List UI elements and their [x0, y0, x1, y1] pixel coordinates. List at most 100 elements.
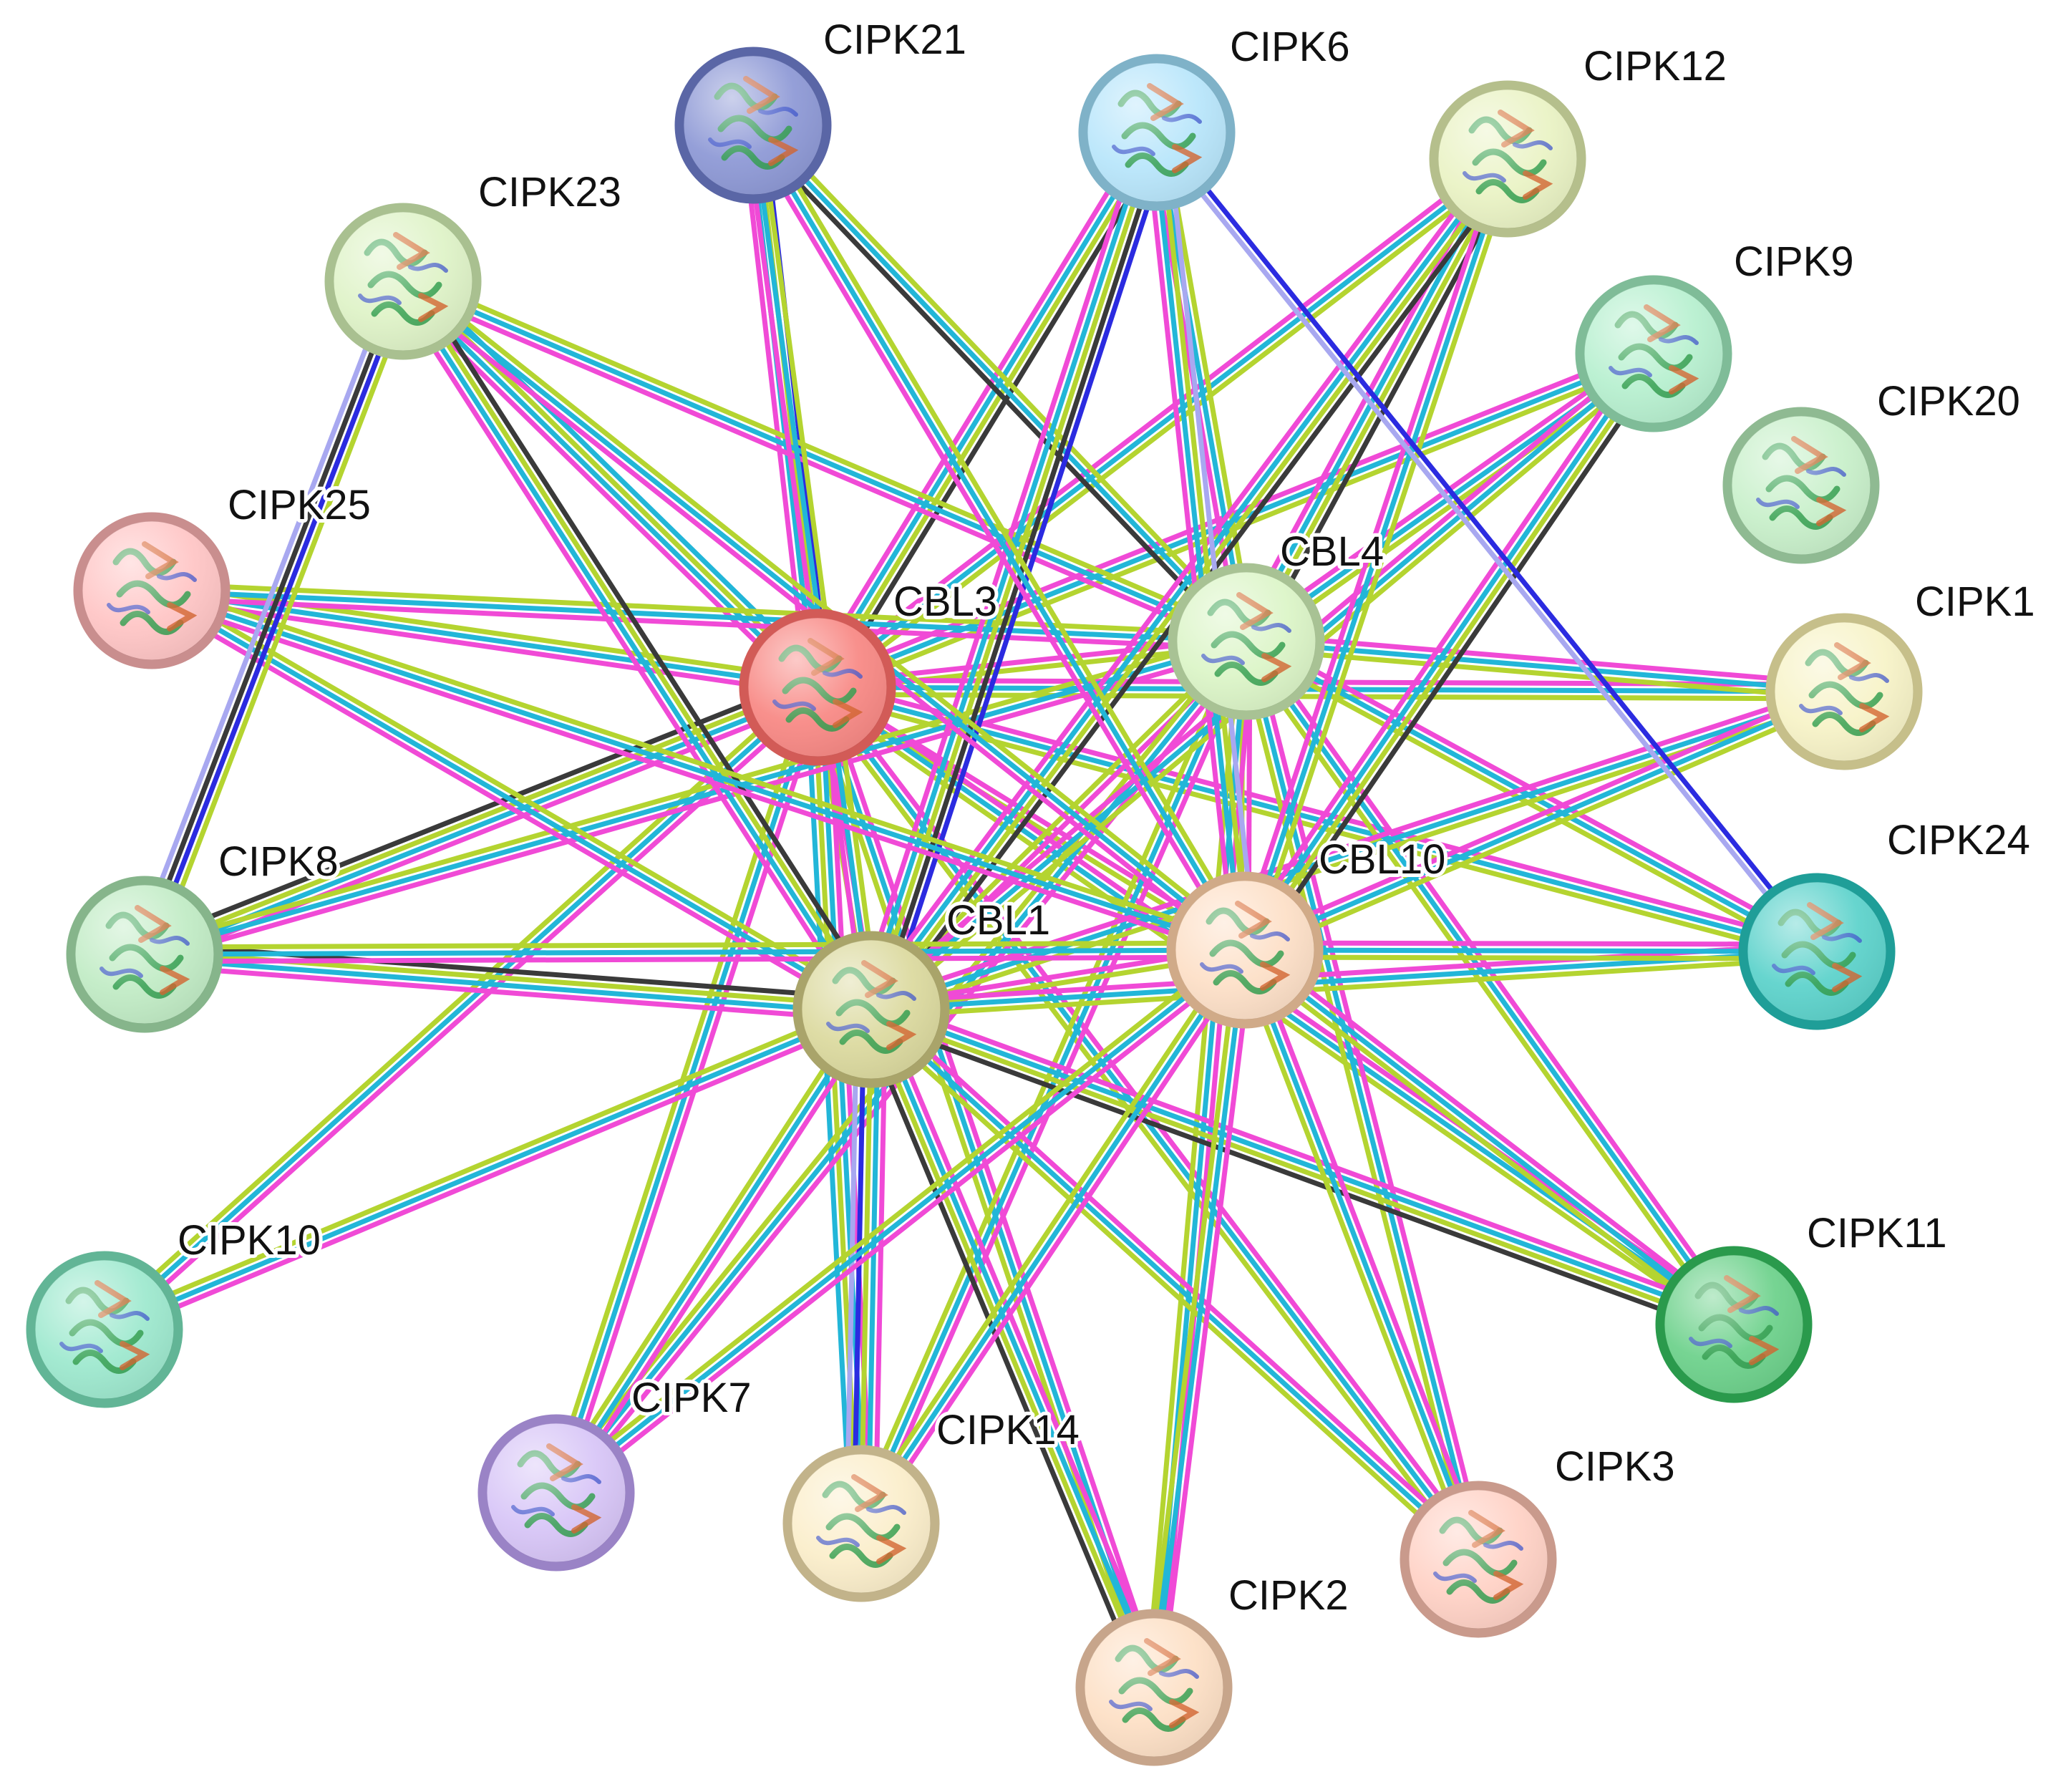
- edge-line-cyan: [402, 279, 1248, 644]
- node-CBL10[interactable]: [1166, 871, 1324, 1029]
- edge-line-pink: [822, 684, 1163, 1686]
- edge-line-olive: [153, 581, 1248, 946]
- edge-line-olive: [1144, 949, 1241, 1687]
- node-label-CIPK24: CIPK24: [1887, 817, 2030, 863]
- node-CIPK24[interactable]: [1738, 873, 1896, 1030]
- edge-line-pink: [143, 962, 871, 1023]
- node-CIPK21[interactable]: [674, 47, 832, 204]
- edge-line-olive: [1236, 642, 1474, 1562]
- edge-CIPK6-CIPK24: [1152, 128, 1822, 956]
- node-label-CIPK23: CIPK23: [478, 169, 621, 215]
- node-CIPK3[interactable]: [1400, 1481, 1557, 1638]
- node-CIPK2[interactable]: [1075, 1609, 1233, 1766]
- edge-line-black: [409, 274, 883, 1005]
- edge-line-pink: [1241, 345, 1652, 638]
- node-CBL3[interactable]: [739, 609, 896, 766]
- edge-line-cyan: [553, 686, 820, 1494]
- edge-line-pink: [145, 646, 1249, 964]
- edge-line-lavender: [132, 276, 396, 951]
- node-shine: [75, 885, 214, 1024]
- edge-CBL1-CIPK7: [548, 1004, 880, 1498]
- node-CIPK10[interactable]: [26, 1251, 183, 1408]
- edge-line-olive: [1236, 951, 1474, 1563]
- node-shine: [1087, 63, 1226, 202]
- node-CIPK8[interactable]: [66, 876, 223, 1033]
- node-CIPK20[interactable]: [1722, 407, 1880, 564]
- edge-line-cyan: [869, 1007, 1480, 1561]
- edge-line-cyan: [750, 124, 1248, 951]
- node-CIPK12[interactable]: [1429, 80, 1586, 238]
- node-label-CBL10: CBL10: [1319, 836, 1445, 883]
- edge-line-pink: [878, 1004, 1167, 1685]
- edge-line-cyan: [554, 1008, 873, 1494]
- edge-CBL10-CIPK24: [1244, 940, 1818, 962]
- edge-CBL10-CIPK6: [1143, 131, 1258, 951]
- node-label-CIPK2: CIPK2: [1228, 1572, 1349, 1619]
- edge-line-cyan: [859, 949, 1247, 1525]
- edge-line-lavender: [1165, 131, 1258, 949]
- node-label-CIPK10: CIPK10: [178, 1217, 321, 1264]
- node-label-CIPK14: CIPK14: [936, 1407, 1080, 1453]
- nodes-layer: [26, 47, 1923, 1766]
- edge-line-olive: [864, 1012, 1475, 1566]
- node-CIPK6[interactable]: [1078, 54, 1236, 211]
- edge-line-cyan: [144, 955, 871, 1016]
- edge-line-pink: [811, 151, 1505, 684]
- edge-line-pink: [1241, 682, 1843, 946]
- node-CIPK23[interactable]: [324, 203, 482, 360]
- edge-line-olive: [152, 284, 416, 959]
- edge-line-pink: [745, 127, 1241, 955]
- edge-line-cyan: [1244, 947, 1818, 954]
- node-CIPK7[interactable]: [477, 1414, 635, 1571]
- node-shine: [1732, 416, 1871, 555]
- edge-CBL4-CIPK21: [746, 118, 1253, 649]
- edge-CBL4-CIPK8: [142, 632, 1249, 964]
- node-shine: [82, 521, 221, 660]
- node-label-CIPK7: CIPK7: [631, 1375, 752, 1421]
- edge-line-blue: [1158, 128, 1822, 951]
- edge-line-olive: [152, 581, 1247, 637]
- edge-line-cyan: [1242, 949, 1481, 1561]
- node-label-CIPK25: CIPK25: [228, 482, 371, 528]
- edge-CBL10-CIPK25: [148, 581, 1248, 959]
- edge-CBL1-CIPK10: [100, 1000, 876, 1339]
- node-CIPK1[interactable]: [1765, 613, 1923, 770]
- edge-CBL1-CIPK11: [866, 997, 1739, 1337]
- edge-line-cyan: [1243, 948, 1736, 1327]
- edge-line-olive: [820, 163, 1514, 695]
- edge-line-olive: [1246, 354, 1659, 954]
- edge-line-cyan: [151, 588, 818, 690]
- node-CBL1[interactable]: [792, 931, 950, 1088]
- edge-line-cyan: [399, 282, 817, 692]
- edge-line-cyan: [1243, 689, 1846, 953]
- edge-line-black: [858, 1012, 1147, 1693]
- node-CIPK14[interactable]: [782, 1445, 940, 1602]
- edge-line-pink: [855, 127, 1146, 1006]
- edge-CBL4-CIPK3: [1236, 639, 1488, 1562]
- edge-line-olive: [1158, 132, 1251, 950]
- edge-line-olive: [869, 1010, 1734, 1330]
- edge-line-cyan: [144, 639, 1247, 957]
- edge-line-pink: [873, 997, 1739, 1317]
- edge-CBL1-CIPK2: [858, 1004, 1167, 1693]
- edge-line-olive: [871, 956, 1818, 1019]
- node-label-CIPK21: CIPK21: [823, 16, 966, 63]
- node-shine: [1177, 572, 1316, 711]
- node-CIPK25[interactable]: [73, 512, 231, 669]
- edge-line-olive: [1238, 954, 1732, 1332]
- edge-line-cyan: [1243, 641, 1481, 1560]
- edge-line-cyan: [1245, 639, 1818, 954]
- node-CBL4[interactable]: [1168, 563, 1325, 720]
- edge-line-pink: [1236, 155, 1503, 949]
- edge-line-olive: [548, 1004, 868, 1491]
- node-CIPK11[interactable]: [1655, 1246, 1813, 1403]
- edge-line-olive: [144, 940, 1246, 950]
- node-label-CIPK6: CIPK6: [1230, 24, 1350, 70]
- edge-line-olive: [1249, 160, 1517, 954]
- edge-line-cyan: [1244, 639, 1736, 1327]
- node-CIPK9[interactable]: [1575, 275, 1732, 432]
- edge-line-cyan: [1150, 132, 1244, 951]
- edge-line-cyan: [872, 1007, 1160, 1687]
